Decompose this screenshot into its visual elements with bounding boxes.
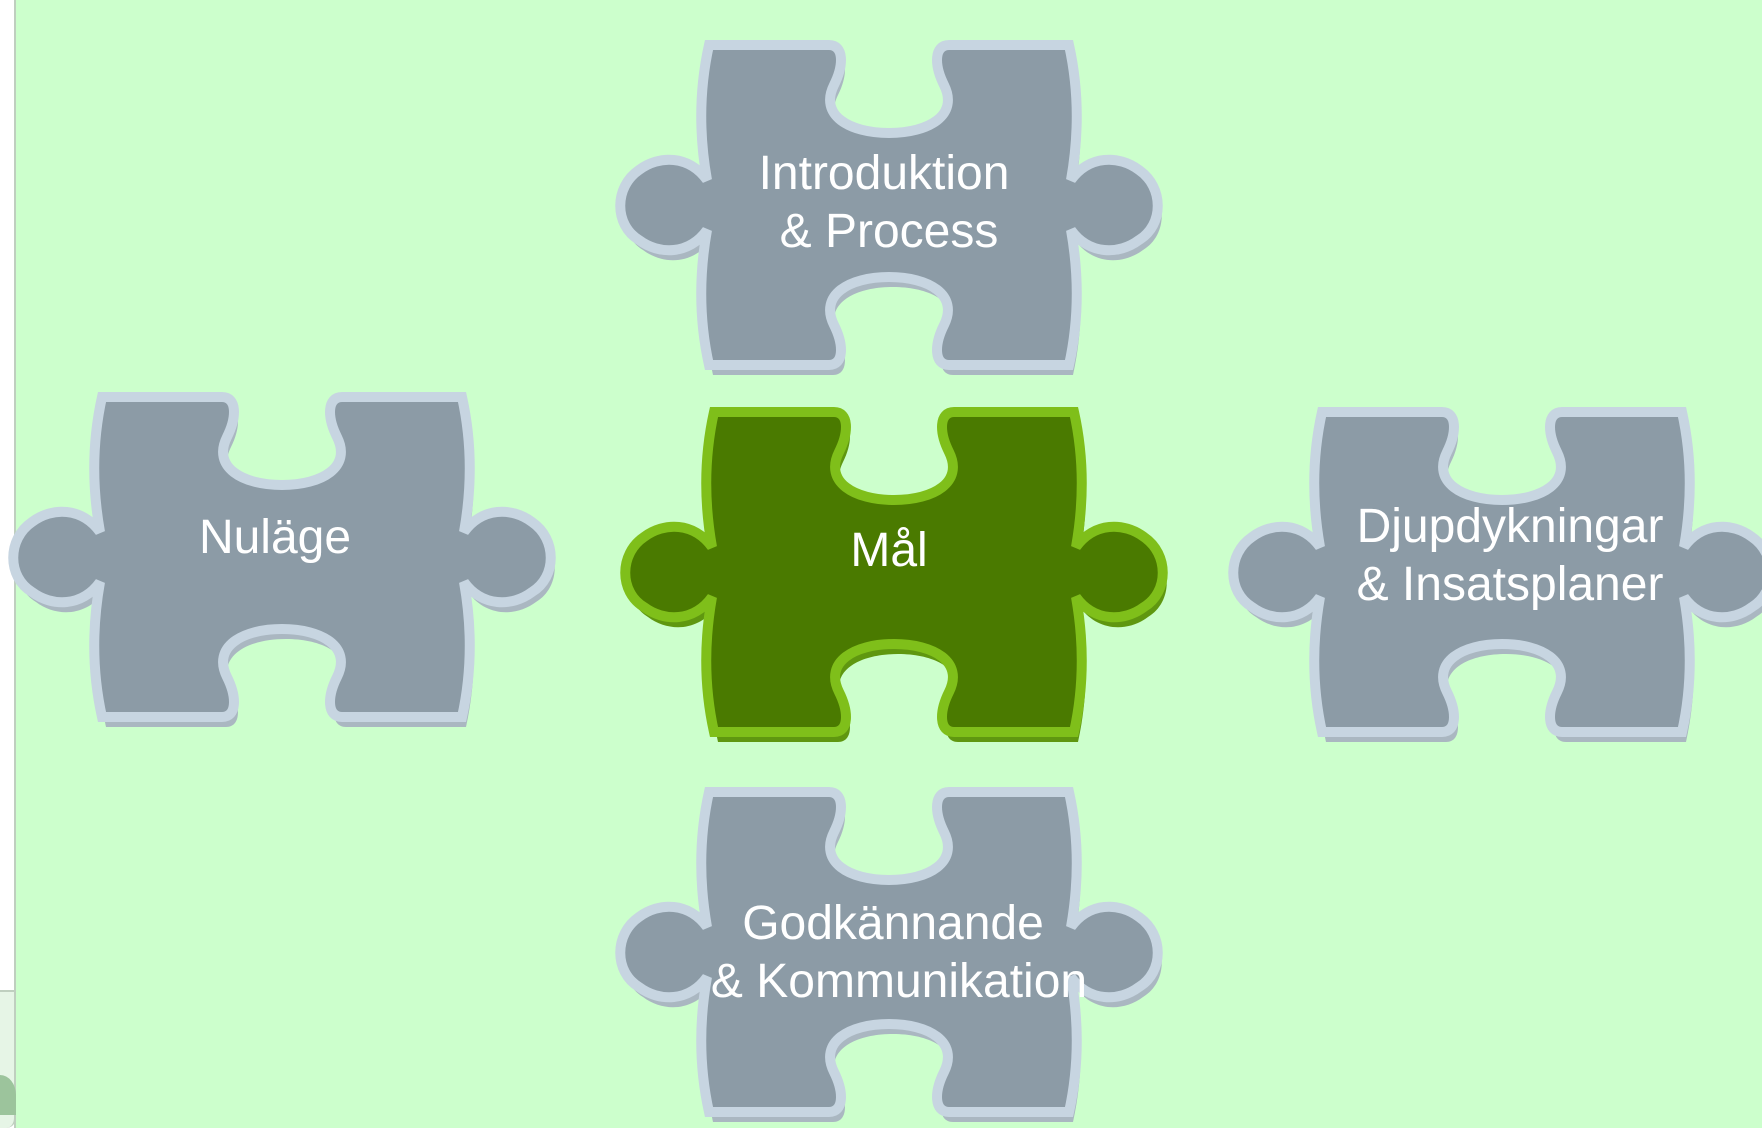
piece-label-line1: Mål bbox=[850, 524, 927, 577]
piece-label-line1: Djupdykningar bbox=[1357, 500, 1664, 553]
puzzle-piece-introduktion: Introduktion & Process bbox=[620, 45, 1162, 375]
piece-label-line2: & Kommunikation bbox=[711, 955, 1087, 1008]
piece-label-line2: & Process bbox=[780, 205, 999, 258]
puzzle-piece-nulage: Nuläge bbox=[13, 397, 555, 727]
left-frame-corner bbox=[0, 1075, 16, 1115]
piece-face bbox=[620, 792, 1158, 1112]
puzzle-piece-mal: Mål bbox=[625, 412, 1167, 742]
piece-label-line1: Introduktion bbox=[759, 147, 1010, 200]
piece-label-line1: Nuläge bbox=[199, 511, 351, 564]
puzzle-piece-djupdykningar: Djupdykningar & Insatsplaner bbox=[1233, 412, 1762, 742]
piece-label-line1: Godkännande bbox=[742, 897, 1044, 950]
puzzle-piece-godkannande: Godkännande & Kommunikation bbox=[620, 792, 1162, 1122]
piece-label-line2: & Insatsplaner bbox=[1357, 558, 1664, 611]
